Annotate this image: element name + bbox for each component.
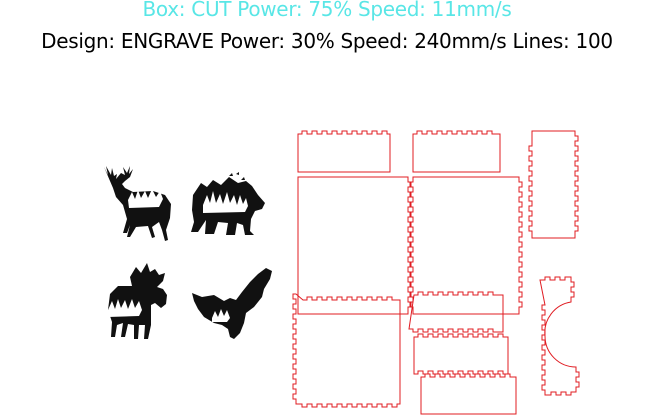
box-panel-bottom-square: [292, 293, 401, 408]
eagle-silhouette-icon: [192, 268, 272, 339]
box-divider-2: [413, 333, 509, 375]
box-divider-1: [408, 291, 504, 333]
box-panel-top-long: [297, 130, 391, 173]
box-panel-side-tall: [528, 130, 579, 239]
box-cut-settings-text: Box: CUT Power: 75% Speed: 11mm/s: [142, 0, 512, 21]
moose-silhouette-icon: [108, 263, 167, 339]
box-divider-3: [420, 373, 517, 415]
box-panel-front-large: [297, 176, 412, 315]
design-engrave-settings-text: Design: ENGRAVE Power: 30% Speed: 240mm/…: [41, 29, 613, 53]
box-panel-side-with-cutout: [539, 276, 580, 396]
box-panel-back-large: [409, 176, 523, 315]
deer-silhouette-icon: [104, 166, 171, 241]
bear-silhouette-icon: [191, 172, 265, 235]
box-panel-top-long-2: [412, 130, 501, 173]
